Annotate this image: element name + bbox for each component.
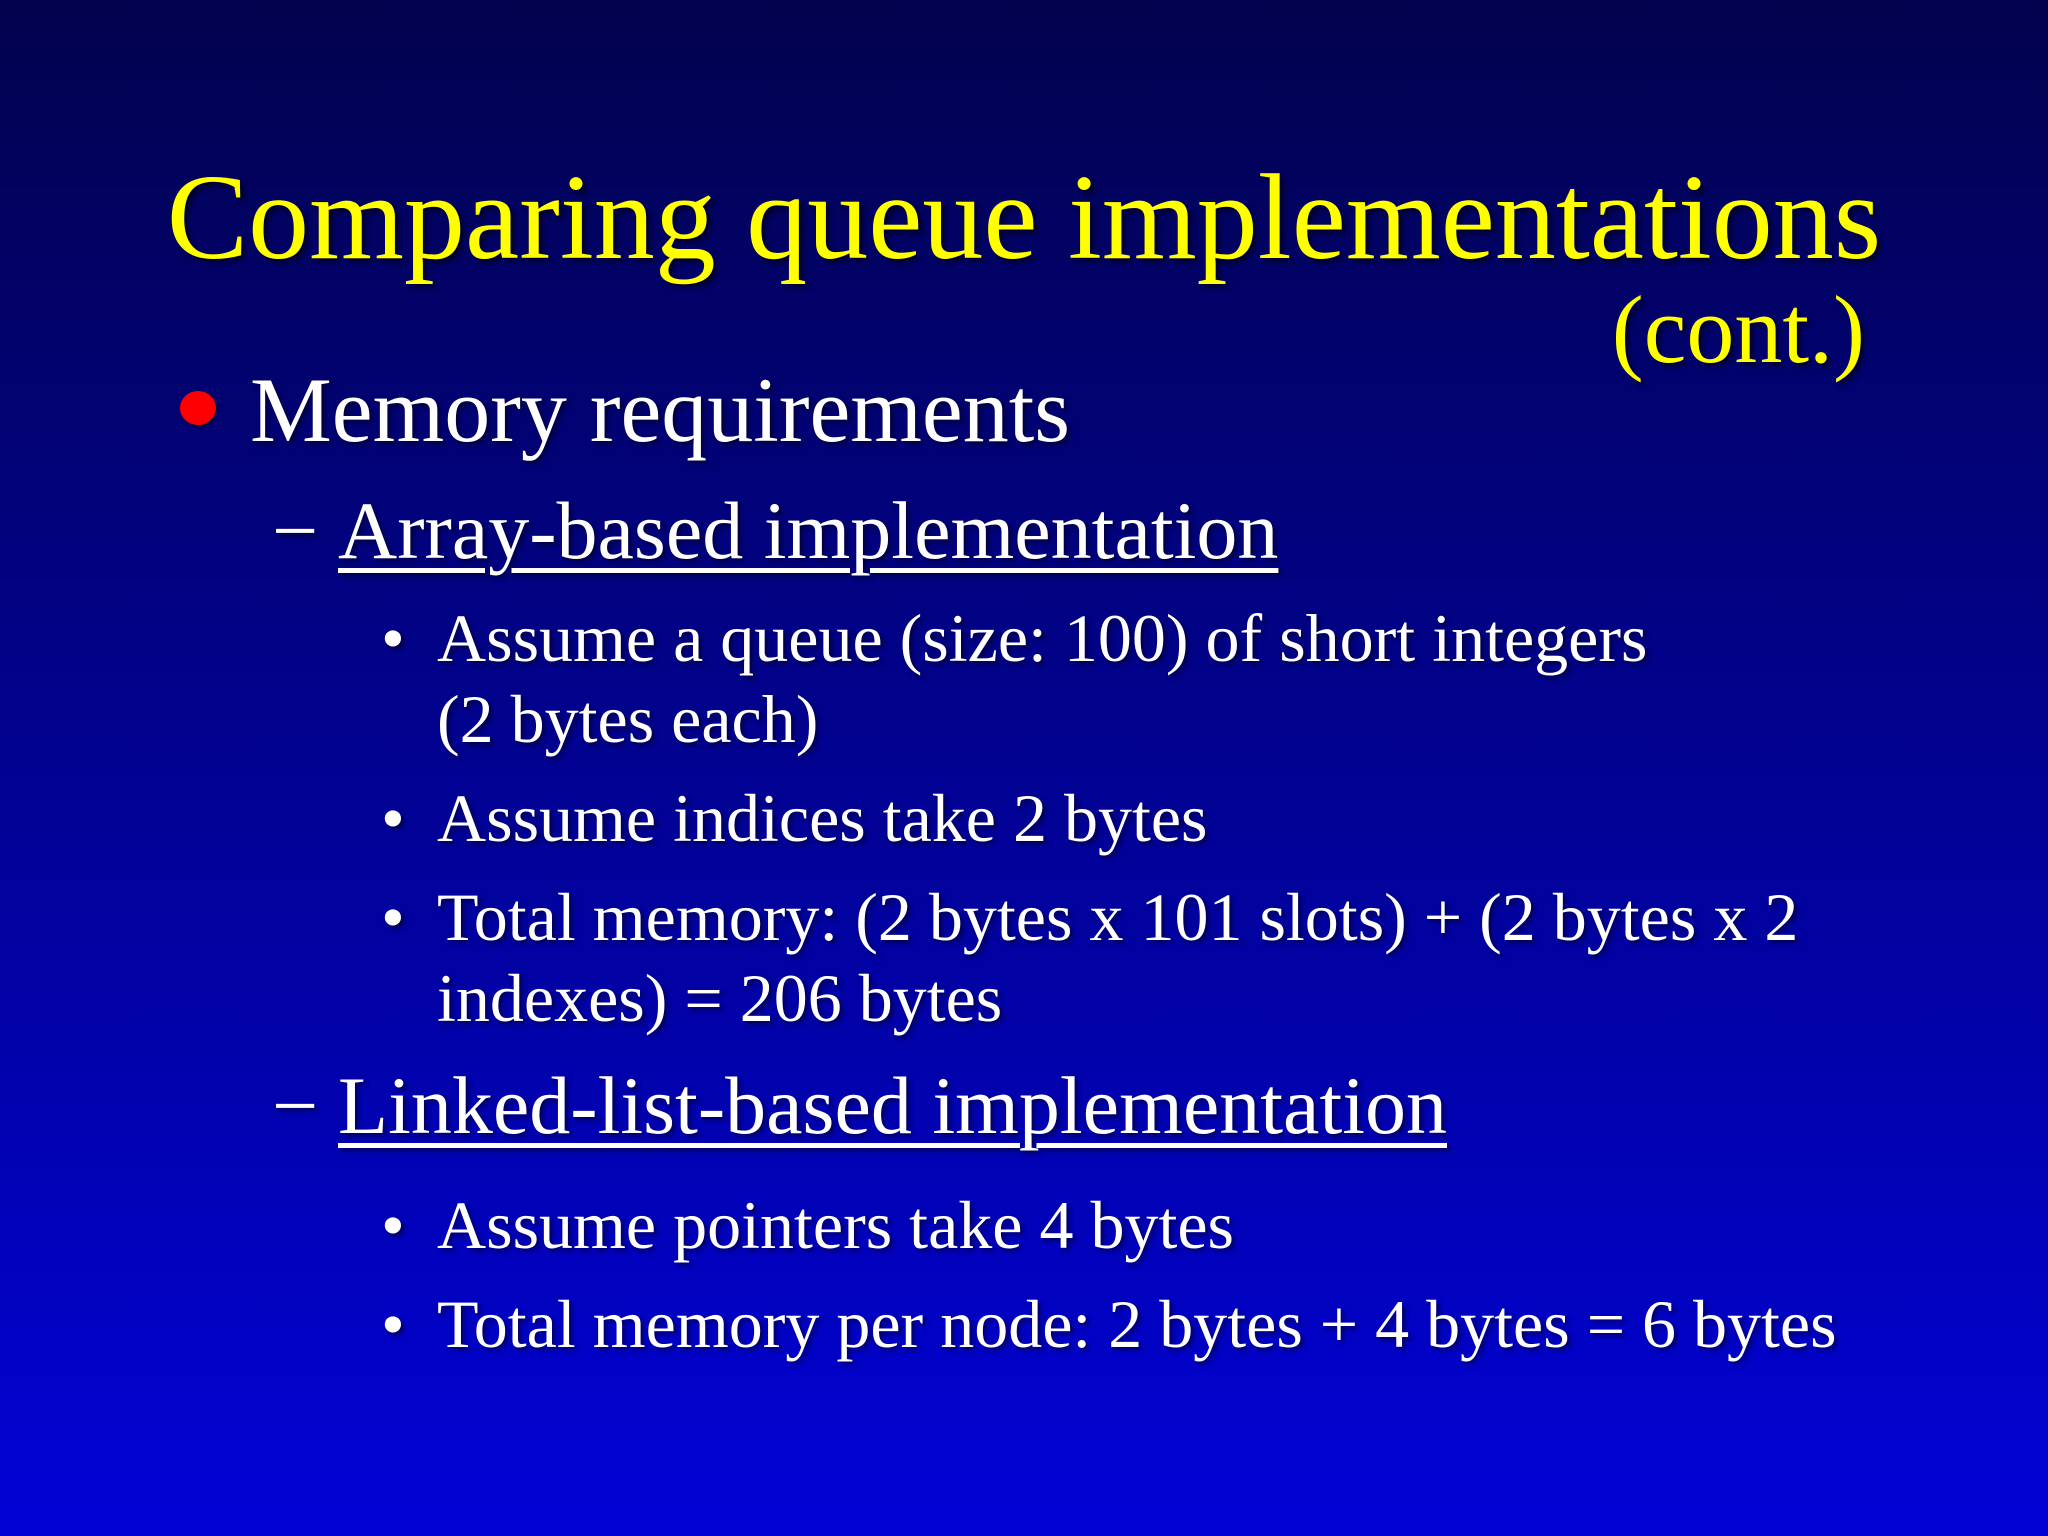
list-item: • Assume pointers take 4 bytes	[0, 1185, 2048, 1267]
item-text: Total memory: (2 bytes x 101 slots) + (2…	[437, 878, 1799, 1037]
dot-bullet-icon: •	[381, 1187, 405, 1264]
list-item: − Linked-list-based implementation	[0, 1057, 2048, 1155]
item-text: Linked-list-based implementation	[338, 1059, 1448, 1151]
dash-bullet-icon: −	[272, 485, 319, 577]
dot-bullet-icon: •	[381, 1285, 405, 1362]
slide-title: Comparing queue implementations	[166, 150, 1882, 285]
item-text: Assume a queue (size: 100) of short inte…	[437, 599, 1648, 758]
bullet-list: Memory requirements − Array-based implem…	[0, 355, 2048, 1382]
list-item: • Total memory per node: 2 bytes + 4 byt…	[0, 1284, 2048, 1366]
dot-bullet-icon: •	[381, 599, 405, 676]
list-item: • Assume a queue (size: 100) of short in…	[0, 598, 2048, 761]
dot-bullet-icon: •	[381, 878, 405, 955]
item-text: Array-based implementation	[338, 485, 1279, 577]
item-text: Assume pointers take 4 bytes	[437, 1187, 1234, 1264]
red-disc-bullet-icon	[180, 391, 216, 425]
red-disc-bullet	[180, 355, 250, 425]
item-text: Assume indices take 2 bytes	[437, 779, 1208, 856]
list-item: • Assume indices take 2 bytes	[0, 778, 2048, 860]
item-text: Total memory per node: 2 bytes + 4 bytes…	[437, 1285, 1837, 1362]
item-text: Memory requirements	[250, 359, 1071, 461]
list-item: − Array-based implementation	[0, 482, 2048, 580]
list-item: Memory requirements	[0, 355, 2048, 465]
dash-bullet-icon: −	[272, 1059, 319, 1151]
slide-subtitle-cont: (cont.)	[1611, 276, 1865, 383]
dot-bullet-icon: •	[381, 779, 405, 856]
list-item: • Total memory: (2 bytes x 101 slots) + …	[0, 877, 2048, 1040]
